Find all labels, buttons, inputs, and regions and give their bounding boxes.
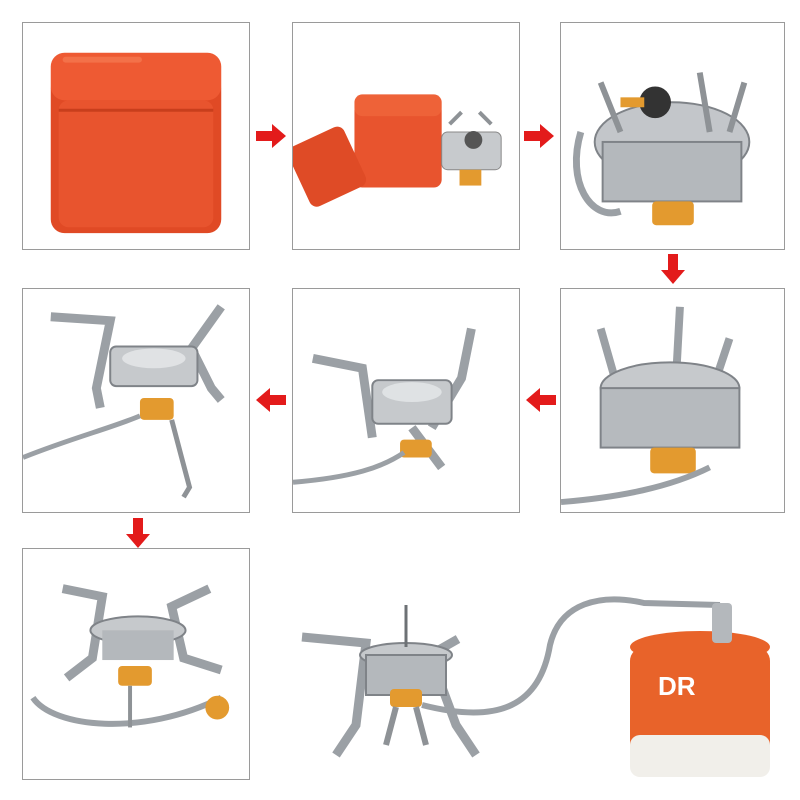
step-5-panel	[292, 288, 520, 513]
arrow-down-icon	[661, 254, 685, 284]
step-7-panel	[22, 548, 250, 780]
step-3-panel	[560, 22, 785, 250]
step-1-panel	[22, 22, 250, 250]
step-8-composition: DR	[280, 585, 780, 790]
box-opened-with-stove-image	[293, 94, 502, 207]
stove-partially-unfolded-image	[23, 304, 225, 499]
stove-pot-supports-rising-image	[561, 306, 741, 506]
stove-legs-unfolding-image	[293, 327, 476, 485]
canister-label: DR	[658, 671, 696, 701]
step-4-panel	[560, 288, 785, 513]
step-2-panel	[292, 22, 520, 250]
arrow-left-icon	[256, 388, 286, 412]
arrow-right-icon	[256, 124, 286, 148]
orange-box-closed-image	[50, 52, 222, 234]
stove-connected-to-canister-image: DR	[301, 596, 770, 777]
arrow-left-icon	[526, 388, 556, 412]
arrow-right-icon	[524, 124, 554, 148]
step-6-panel	[22, 288, 250, 513]
stove-fully-unfolded-image	[30, 584, 230, 728]
folded-stove-image	[573, 72, 751, 226]
arrow-down-icon	[126, 518, 150, 548]
